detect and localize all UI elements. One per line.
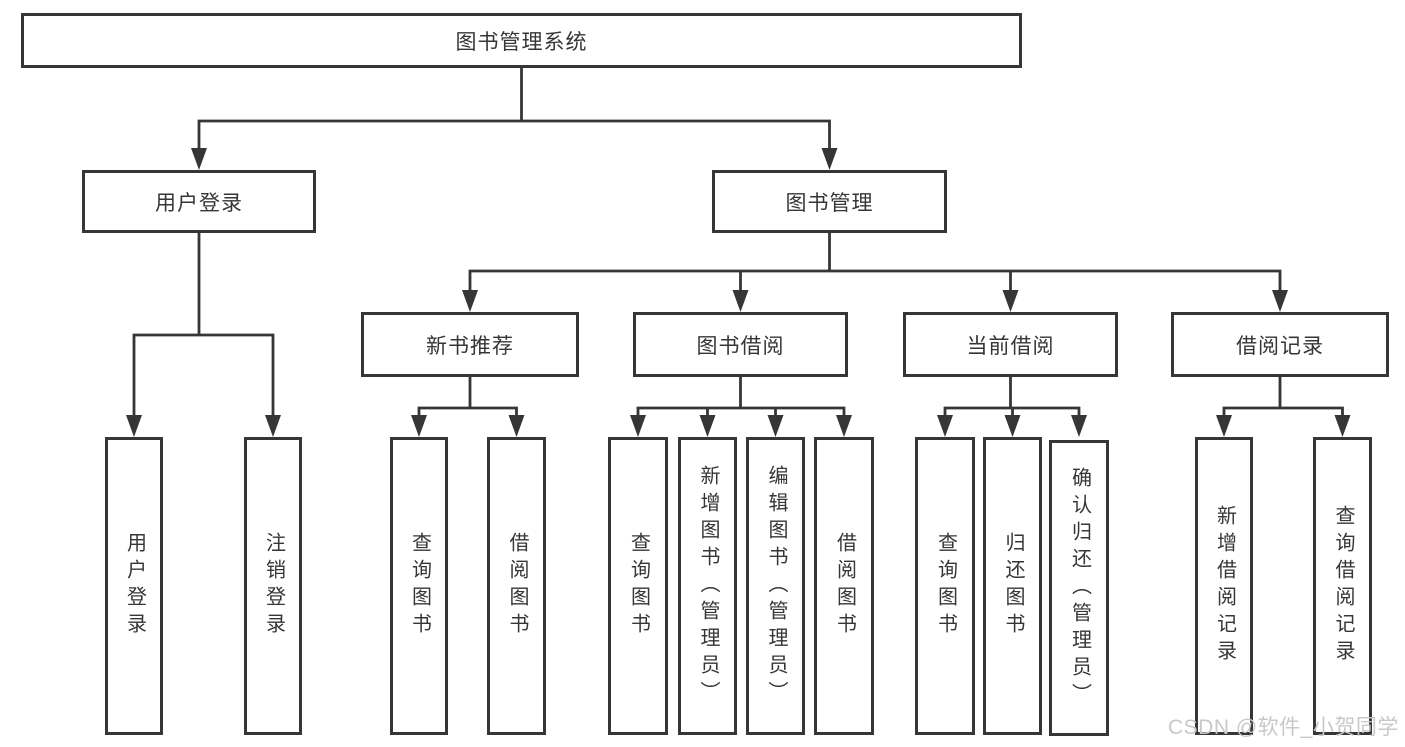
node-leaf-user-login: 用户登录 (105, 437, 163, 735)
node-leaf-current-query-books-label: 查询图书 (934, 532, 957, 640)
node-root: 图书管理系统 (21, 13, 1022, 68)
node-leaf-logout-label: 注销登录 (262, 532, 285, 640)
connector-current-to-leaves (943, 377, 1081, 419)
connector-recommend-to-leaves (417, 377, 518, 419)
node-leaf-user-login-label: 用户登录 (123, 532, 146, 640)
watermark: CSDN @软件_小贺同学 (1168, 716, 1399, 739)
node-leaf-borrowing-borrow-books: 借阅图书 (814, 437, 874, 735)
node-leaf-borrowing-edit-books: 编辑图书（管理员） (746, 437, 805, 735)
arrowheads (126, 148, 1351, 437)
node-leaf-borrowing-add-books: 新增图书（管理员） (678, 437, 737, 735)
node-leaf-borrowing-edit-books-label: 编辑图书（管理员） (765, 464, 787, 708)
node-leaf-current-query-books: 查询图书 (915, 437, 975, 735)
node-book-management: 图书管理 (712, 170, 947, 233)
node-borrowing-records: 借阅记录 (1171, 312, 1389, 377)
node-leaf-borrowing-query-books: 查询图书 (608, 437, 668, 735)
node-new-book-recommend: 新书推荐 (361, 312, 579, 377)
node-current-borrowing: 当前借阅 (903, 312, 1118, 377)
node-leaf-logout: 注销登录 (244, 437, 302, 735)
node-leaf-records-add-record-label: 新增借阅记录 (1213, 505, 1236, 667)
node-book-borrowing: 图书借阅 (633, 312, 848, 377)
node-leaf-current-return-books-label: 归还图书 (1002, 532, 1024, 640)
connector-root-to-level1 (197, 68, 831, 152)
connector-bookmgmt-to-level2 (468, 233, 1282, 294)
node-leaf-borrowing-query-books-label: 查询图书 (627, 532, 650, 640)
connector-userlogin-to-leaves (132, 233, 275, 419)
node-leaf-borrowing-borrow-books-label: 借阅图书 (833, 532, 856, 640)
node-leaf-records-add-record: 新增借阅记录 (1195, 437, 1253, 735)
node-leaf-borrowing-add-books-label: 新增图书（管理员） (697, 464, 719, 708)
node-leaf-records-query-record: 查询借阅记录 (1313, 437, 1372, 735)
connector-records-to-leaves (1222, 377, 1344, 419)
node-leaf-current-return-books: 归还图书 (983, 437, 1042, 735)
node-leaf-current-confirm-return-label: 确认归还（管理员） (1068, 466, 1091, 710)
node-leaf-recommend-borrow-books-label: 借阅图书 (506, 532, 528, 640)
connector-borrowing-to-leaves (636, 377, 846, 419)
node-leaf-recommend-query-books: 查询图书 (390, 437, 448, 735)
node-leaf-recommend-borrow-books: 借阅图书 (487, 437, 546, 735)
node-leaf-recommend-query-books-label: 查询图书 (408, 532, 431, 640)
node-leaf-current-confirm-return: 确认归还（管理员） (1049, 440, 1109, 736)
node-user-login: 用户登录 (82, 170, 316, 233)
node-leaf-records-query-record-label: 查询借阅记录 (1332, 505, 1354, 667)
